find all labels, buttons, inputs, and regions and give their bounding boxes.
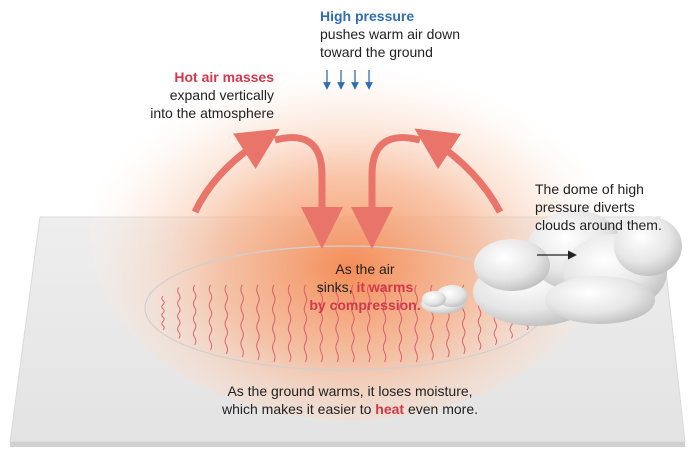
curved-arrow-icon — [274, 134, 343, 249]
heat-wave-icon — [192, 284, 197, 346]
sinking-line2: sinks, it warms — [290, 278, 440, 296]
dome-line3: clouds around them. — [535, 217, 662, 233]
ground-label: As the ground warms, it loses moisture, … — [150, 382, 550, 418]
hot-air-line1: expand vertically — [169, 87, 274, 103]
curved-arrow-icon — [351, 134, 421, 249]
heat-wave-icon — [414, 284, 418, 363]
cloud-icon — [473, 210, 682, 326]
heat-wave-icon — [319, 284, 324, 363]
high-pressure-line1: pushes warm air down — [320, 26, 461, 42]
heat-dome-glow — [90, 40, 610, 420]
curved-arrow-icon — [414, 128, 504, 214]
sinking-line2-red: it warms — [356, 279, 414, 295]
dome-line1: The dome of high — [535, 181, 644, 197]
down-arrow-icon — [323, 70, 373, 90]
heat-wave-icon — [398, 284, 403, 363]
high-pressure-title: High pressure — [320, 8, 415, 24]
sinking-air-label: As the air sinks, it warms by compressio… — [290, 260, 440, 314]
hot-air-title: Hot air masses — [174, 69, 274, 85]
curved-arrow-icon — [191, 128, 280, 214]
ground-line2-plain: which makes it easier to — [221, 401, 376, 417]
heat-wave-icon — [224, 284, 229, 355]
sinking-line1: As the air — [335, 261, 395, 277]
ground-line2-red: heat — [375, 401, 405, 417]
heat-wave-icon — [256, 284, 260, 361]
ground-line2: which makes it easier to heat even more. — [150, 400, 550, 418]
sinking-line2-plain: sinks, — [316, 279, 357, 295]
hot-air-line2: into the atmosphere — [150, 105, 274, 121]
dome-line2: pressure diverts — [535, 199, 635, 215]
heat-wave-icon — [272, 284, 276, 363]
heat-wave-icon — [382, 284, 387, 363]
heat-wave-icon — [303, 284, 308, 363]
ground-line2-end: even more. — [404, 401, 479, 417]
cloud-icon — [421, 285, 468, 314]
hot-air-label: Hot air masses expand vertically into th… — [110, 68, 274, 122]
ground-edge — [10, 442, 685, 447]
heat-wave-icon — [287, 284, 292, 363]
heat-wave-icon — [177, 287, 181, 339]
high-pressure-line2: toward the ground — [320, 44, 433, 60]
dome-label: The dome of high pressure diverts clouds… — [535, 180, 695, 234]
heat-wave-icon — [240, 284, 244, 358]
high-pressure-label: High pressure pushes warm air down towar… — [320, 7, 460, 61]
heat-wave-icon — [366, 284, 371, 363]
heat-wave-icon — [161, 295, 165, 331]
heat-wave-icon — [351, 284, 355, 363]
ground-line1: As the ground warms, it loses moisture, — [227, 383, 473, 399]
heat-wave-icon — [208, 284, 213, 351]
heat-wave-icon — [335, 284, 339, 363]
sinking-line3: by compression. — [309, 297, 421, 313]
